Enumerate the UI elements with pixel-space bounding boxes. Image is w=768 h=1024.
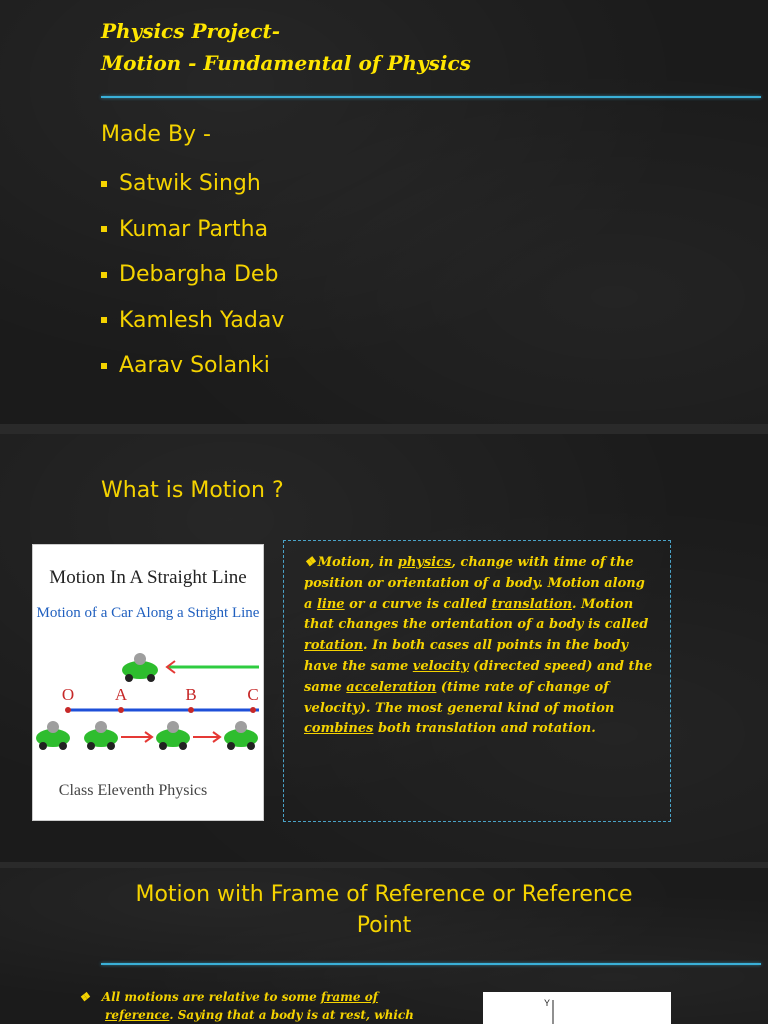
figure-caption: Class Eleventh Physics [59,782,207,799]
point-label: O [62,685,74,704]
list-item: Kamlesh Yadav [101,298,284,344]
member-name: Debargha Deb [119,262,279,288]
point-label: B [185,685,196,704]
link-line[interactable]: line [316,596,345,612]
axes-diagram: Y [544,998,554,1024]
link-combines[interactable]: combines [304,721,374,737]
list-item: Satwik Singh [101,161,284,207]
heading-divider [101,963,761,965]
slide-frame-of-reference: Motion with Frame of Reference or Refere… [0,868,768,1024]
text-run: . In both cases all points in the body h… [304,638,629,674]
diamond-bullet-icon: ❖ [304,555,316,570]
text-run: both translation and rotation. [373,721,596,737]
project-title-line1: Physics Project- [101,19,281,43]
slide-heading-line1: Motion with Frame of Reference or Refere… [135,882,633,907]
slide-title: Physics Project- Motion - Fundamental of… [0,0,768,424]
bullet-icon [101,317,107,324]
arrow-icon [165,660,176,674]
text-run: . Motion that changes the orientation of… [304,596,649,633]
y-axis-label: Y [544,998,550,1008]
text-run: (time rate of change of velocity). The m… [304,679,615,716]
members-list: Satwik Singh Kumar Partha Debargha Deb K… [101,161,284,389]
text-run: Motion, in [317,555,398,570]
slide-heading: What is Motion ? [101,478,284,503]
car-icon [156,721,190,750]
link-frame-of-reference[interactable]: frame of reference [105,990,378,1022]
text-run: , change with time of the position or or… [304,555,645,612]
car-icon [84,721,118,750]
figure-subtitle: Motion of a Car Along a Stright Line [37,605,260,621]
list-item: Kumar Partha [101,207,284,253]
title-divider [101,96,761,98]
text-run: . Saying that a body is at rest, which [169,1008,414,1022]
car-icon [122,653,158,682]
car-icon [36,721,70,750]
car-icon [224,721,258,750]
definition-box: ❖Motion, in physics, change with time of… [283,540,671,822]
point-label: A [115,685,128,704]
text-run: (directed speed) and the same [304,658,653,695]
motion-diagram: Motion In A Straight Line Motion of a Ca… [36,567,260,799]
link-acceleration[interactable]: acceleration [346,679,437,695]
motion-figure: Motion In A Straight Line Motion of a Ca… [32,544,264,821]
link-velocity[interactable]: velocity [412,658,469,674]
link-physics[interactable]: physics [397,555,452,570]
made-by-label: Made By - [101,122,211,147]
figure-title: Motion In A Straight Line [49,567,246,588]
text-run: All motions are relative to some [101,990,321,1004]
point-label: C [247,685,258,704]
bullet-icon [101,226,107,233]
reference-graph: Y [483,992,671,1024]
bullet-icon [101,271,107,278]
slide-what-is-motion: What is Motion ? Motion In A Straight Li… [0,434,768,862]
project-title-line2: Motion - Fundamental of Physics [101,51,471,75]
member-name: Satwik Singh [119,171,261,197]
reference-text: ❖ All motions are relative to some frame … [79,988,435,1024]
list-item: Debargha Deb [101,252,284,298]
member-name: Kamlesh Yadav [119,307,285,333]
definition-text: ❖Motion, in physics, change with time of… [304,553,654,740]
list-item: Aarav Solanki [101,343,284,389]
link-translation[interactable]: translation [491,596,573,612]
diamond-bullet-icon: ❖ [79,990,90,1004]
bullet-icon [101,180,107,187]
text-run: or a curve is called [344,596,492,612]
link-rotation[interactable]: rotation [304,638,364,654]
bullet-icon [101,362,107,369]
slide-heading-line2: Point [356,913,412,938]
member-name: Kumar Partha [119,216,269,242]
member-name: Aarav Solanki [119,353,270,379]
